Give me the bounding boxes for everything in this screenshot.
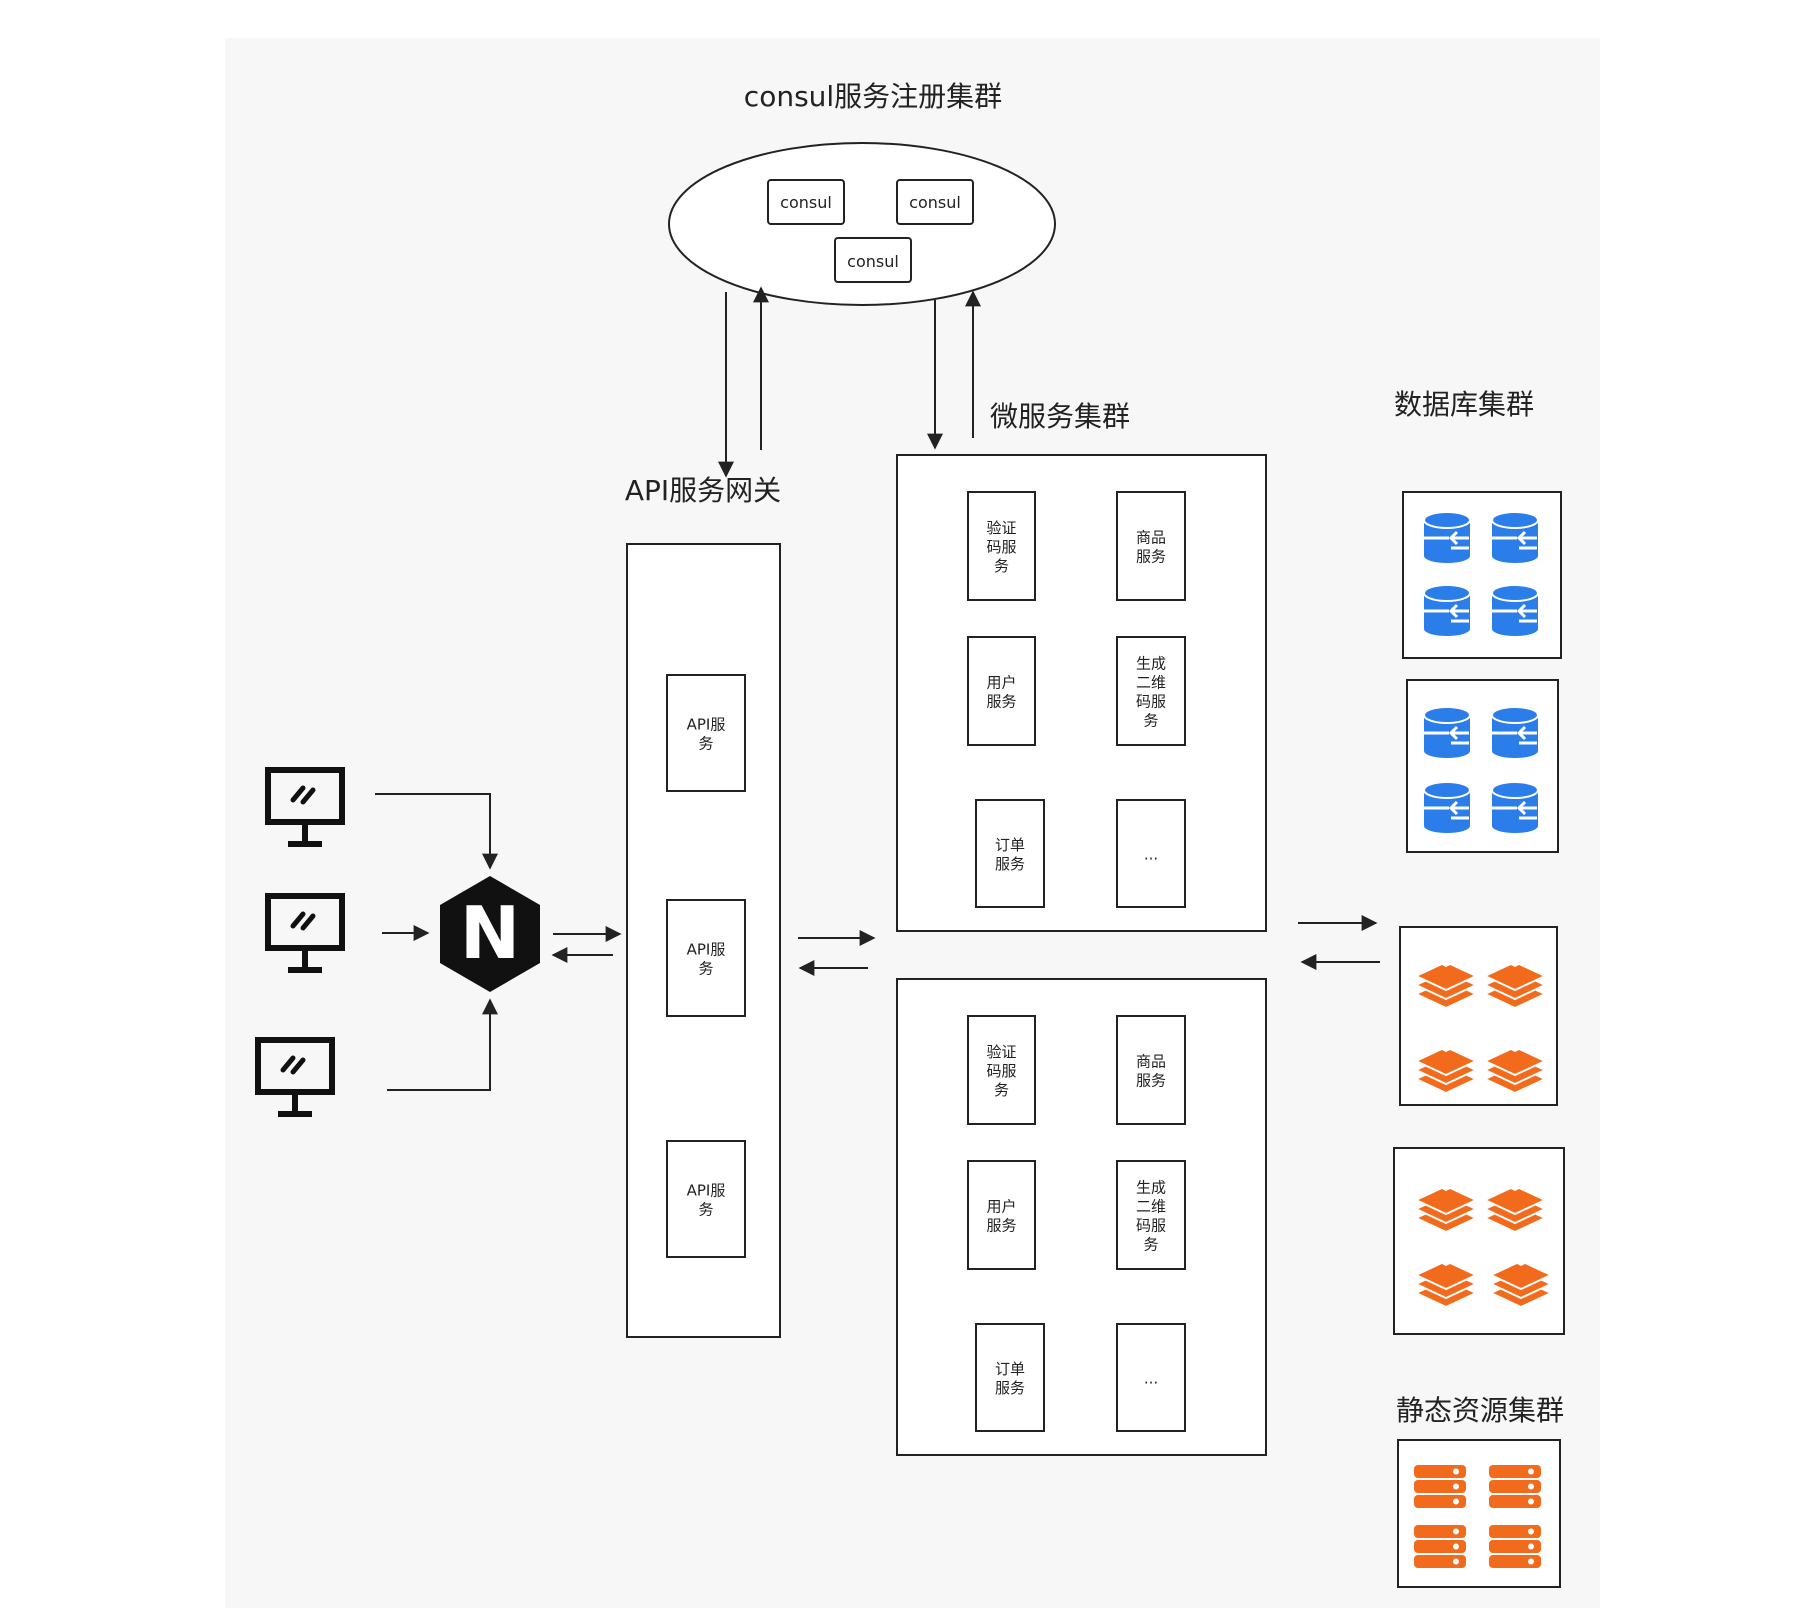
cache-stack-icon bbox=[1413, 1256, 1479, 1309]
monitor-icon[interactable] bbox=[255, 1037, 335, 1117]
consul-node[interactable]: consul bbox=[834, 237, 912, 283]
product-service-label: 商品服务 bbox=[1136, 1053, 1166, 1090]
order-service-label: 订单服务 bbox=[995, 1360, 1025, 1397]
product-service[interactable]: 商品服务 bbox=[1116, 491, 1186, 601]
database-cluster-title: 数据库集群 bbox=[1394, 388, 1534, 421]
cache-stack-icon bbox=[1413, 1042, 1479, 1095]
captcha-service[interactable]: 验证码服务 bbox=[967, 491, 1036, 601]
database-icon bbox=[1491, 706, 1539, 758]
captcha-service-label: 验证码服务 bbox=[986, 1043, 1016, 1099]
svg-text:consul: consul bbox=[909, 193, 961, 212]
api-service[interactable]: API服务 bbox=[666, 899, 746, 1017]
api-service-label: API服务 bbox=[687, 716, 726, 753]
server-icon bbox=[1414, 1525, 1466, 1568]
database-icon bbox=[1423, 511, 1471, 563]
database-icon bbox=[1491, 781, 1539, 833]
order-service-label: 订单服务 bbox=[995, 836, 1025, 873]
order-service[interactable]: 订单服务 bbox=[975, 1323, 1045, 1432]
more-services-label: ... bbox=[1144, 846, 1158, 864]
api-service[interactable]: API服务 bbox=[666, 1140, 746, 1258]
microservice-cluster-title: 微服务集群 bbox=[990, 400, 1130, 433]
microservice-cluster bbox=[896, 454, 1267, 932]
database-icon bbox=[1491, 511, 1539, 563]
cache-stack-icon bbox=[1413, 1181, 1479, 1234]
api-service[interactable]: API服务 bbox=[666, 674, 746, 792]
nginx-icon[interactable]: N bbox=[440, 876, 540, 992]
qrcode-service-label: 生成二维码服务 bbox=[1136, 655, 1166, 730]
qrcode-service[interactable]: 生成二维码服务 bbox=[1116, 636, 1186, 746]
more-services[interactable]: ... bbox=[1116, 799, 1186, 908]
database-icon bbox=[1491, 584, 1539, 636]
api-service-label: API服务 bbox=[687, 941, 726, 978]
user-service-label: 用户服务 bbox=[986, 1198, 1016, 1235]
gateway-title: API服务网关 bbox=[625, 474, 781, 507]
database-icon bbox=[1423, 584, 1471, 636]
cache-cluster-box bbox=[1393, 1147, 1565, 1335]
cache-stack-icon bbox=[1482, 957, 1548, 1010]
database-icon bbox=[1423, 706, 1471, 758]
cache-stack-icon bbox=[1482, 1181, 1548, 1234]
cache-stack-icon bbox=[1482, 1042, 1548, 1095]
database-icon bbox=[1423, 781, 1471, 833]
more-services[interactable]: ... bbox=[1116, 1323, 1186, 1432]
consul-node[interactable]: consul bbox=[767, 179, 845, 225]
svg-text:consul: consul bbox=[780, 193, 832, 212]
api-service-label: API服务 bbox=[687, 1182, 726, 1219]
product-service-label: 商品服务 bbox=[1136, 529, 1166, 566]
server-icon bbox=[1414, 1465, 1466, 1508]
cache-stack-icon bbox=[1413, 957, 1479, 1010]
consul-node[interactable]: consul bbox=[896, 179, 974, 225]
arrow-client1-to-nginx bbox=[375, 793, 498, 870]
consul-cluster-title: consul服务注册集群 bbox=[744, 80, 1002, 113]
microservice-cluster bbox=[896, 978, 1267, 1456]
monitor-icon[interactable] bbox=[265, 767, 345, 847]
user-service-label: 用户服务 bbox=[986, 674, 1016, 711]
static-cluster-title: 静态资源集群 bbox=[1396, 1394, 1564, 1427]
cache-stack-icon bbox=[1488, 1256, 1554, 1309]
order-service[interactable]: 订单服务 bbox=[975, 799, 1045, 908]
product-service[interactable]: 商品服务 bbox=[1116, 1015, 1186, 1125]
arrow-client3-to-nginx bbox=[387, 998, 498, 1091]
qrcode-service[interactable]: 生成二维码服务 bbox=[1116, 1160, 1186, 1270]
captcha-service-label: 验证码服务 bbox=[986, 519, 1016, 575]
server-icon bbox=[1489, 1525, 1541, 1568]
qrcode-service-label: 生成二维码服务 bbox=[1136, 1179, 1166, 1254]
monitor-icon[interactable] bbox=[265, 893, 345, 973]
svg-text:N: N bbox=[460, 891, 520, 975]
user-service[interactable]: 用户服务 bbox=[967, 1160, 1036, 1270]
server-icon bbox=[1489, 1465, 1541, 1508]
user-service[interactable]: 用户服务 bbox=[967, 636, 1036, 746]
captcha-service[interactable]: 验证码服务 bbox=[967, 1015, 1036, 1125]
more-services-label: ... bbox=[1144, 1370, 1158, 1388]
svg-text:consul: consul bbox=[847, 252, 899, 271]
